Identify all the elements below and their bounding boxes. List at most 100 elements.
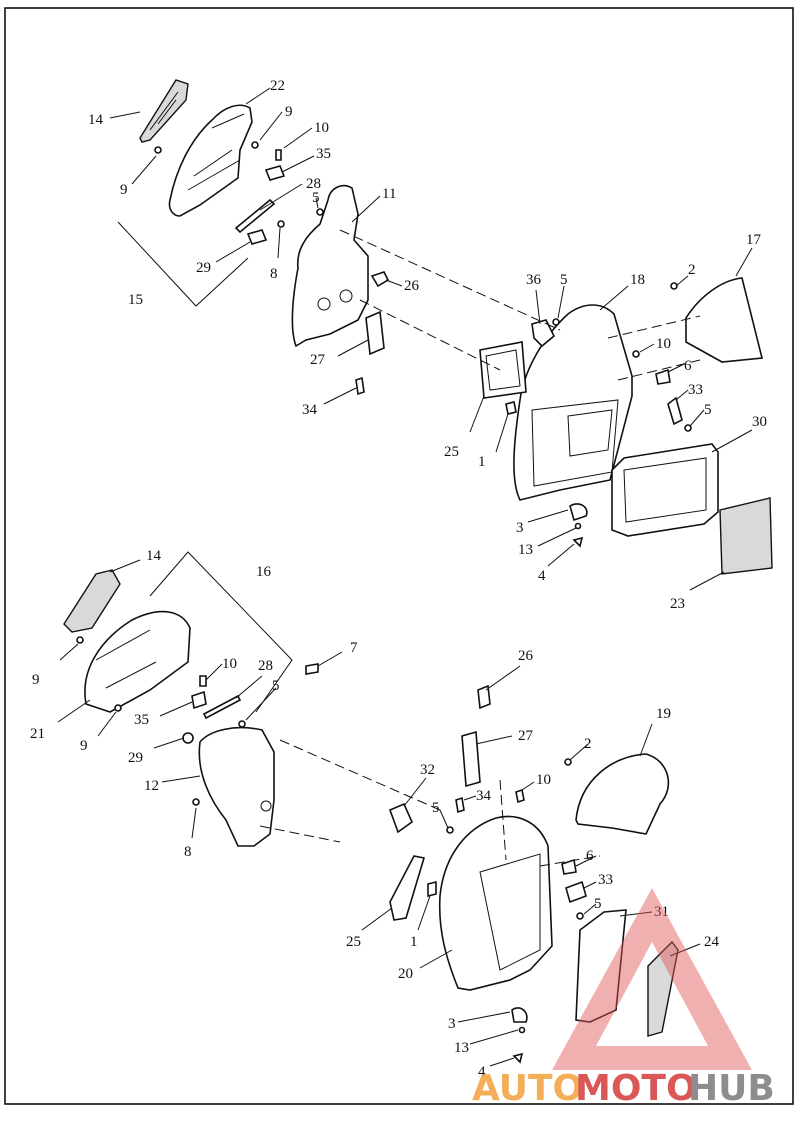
callout-8: 8	[270, 266, 278, 282]
callout-21: 21	[30, 726, 45, 742]
part-14-lower-plate	[63, 569, 121, 633]
callout-35-lower: 35	[134, 712, 149, 728]
lower-assembly	[63, 551, 679, 1064]
callout-33-lower: 33	[598, 872, 613, 888]
callout-6-lower: 6	[586, 848, 594, 864]
upper-assembly	[117, 79, 773, 575]
part-28-rod	[234, 198, 276, 234]
callout-5b-lower: 5	[432, 800, 440, 816]
part-26-connector	[370, 271, 390, 288]
callout-28: 28	[306, 176, 321, 192]
callout-13-lower: 13	[454, 1040, 469, 1056]
callout-5: 5	[312, 190, 320, 206]
callout-8-lower: 8	[184, 844, 192, 860]
callout-10-lower: 10	[222, 656, 237, 672]
callout-28-lower: 28	[258, 658, 273, 674]
callout-9b-lower: 9	[80, 738, 88, 754]
callout-22: 22	[270, 78, 285, 94]
part-26-connector-lower	[477, 684, 491, 710]
callout-12: 12	[144, 778, 159, 794]
part-11-housing	[291, 184, 369, 348]
callout-14: 14	[88, 112, 104, 128]
callout-20: 20	[398, 966, 413, 982]
part-21-cover	[84, 610, 191, 713]
callout-1: 1	[478, 454, 486, 470]
callout-24: 24	[704, 934, 720, 950]
callout-15: 15	[128, 292, 143, 308]
watermark-logo: AUTO MOTO HUB	[472, 888, 775, 1109]
part-25-gasket-lower	[389, 855, 426, 921]
callout-27: 27	[310, 352, 326, 368]
callout-25-lower: 25	[346, 934, 361, 950]
callout-1-lower: 1	[410, 934, 418, 950]
callout-23: 23	[670, 596, 685, 612]
part-31-frame	[575, 909, 627, 1023]
callout-4: 4	[538, 568, 546, 584]
callout-9-lower: 9	[32, 672, 40, 688]
callout-26-lower: 26	[518, 648, 534, 664]
callout-2-lower: 2	[584, 736, 592, 752]
callout-35: 35	[316, 146, 331, 162]
callout-29: 29	[196, 260, 211, 276]
callout-31: 31	[654, 904, 669, 920]
callout-4-lower: 4	[478, 1064, 486, 1080]
callout-32: 32	[420, 762, 435, 778]
callout-labels-upper: 14 22 9 10 35 9 28 5 11 29 8 15 26 27 34…	[88, 78, 767, 612]
callout-3-lower: 3	[448, 1016, 456, 1032]
part-33-bracket	[667, 396, 683, 426]
part-12-housing	[198, 726, 275, 847]
callout-30: 30	[752, 414, 767, 430]
diagram-border	[4, 7, 794, 1105]
callout-18: 18	[630, 272, 645, 288]
callout-10b-lower: 10	[536, 772, 551, 788]
part-19-cap	[575, 753, 670, 835]
callout-27-lower: 27	[518, 728, 534, 744]
watermark-text-hub: HUB	[688, 1068, 775, 1109]
callout-34: 34	[302, 402, 318, 418]
part-30-frame	[611, 443, 719, 537]
part-1-bolt	[505, 401, 517, 415]
callout-5c: 5	[704, 402, 712, 418]
callout-10b: 10	[656, 336, 671, 352]
callout-3: 3	[516, 520, 524, 536]
callout-10: 10	[314, 120, 329, 136]
leader-lines	[57, 87, 753, 1067]
callout-29-lower: 29	[128, 750, 143, 766]
part-7-knob	[305, 663, 319, 675]
part-34-pin	[355, 376, 365, 396]
part-29-nut-lower	[182, 732, 194, 744]
callout-2: 2	[688, 262, 696, 278]
callout-25: 25	[444, 444, 459, 460]
callout-5-lower: 5	[272, 678, 280, 694]
callout-6: 6	[684, 358, 692, 374]
callout-7: 7	[350, 640, 358, 656]
watermark-text-auto: AUTO	[472, 1068, 583, 1109]
callout-5c-lower: 5	[594, 896, 602, 912]
part-3-clamp	[569, 503, 588, 522]
callout-34-lower: 34	[476, 788, 492, 804]
watermark-triangle-icon	[552, 888, 752, 1070]
callout-17: 17	[746, 232, 762, 248]
part-24-grille	[647, 940, 679, 1037]
part-20-main-housing	[438, 815, 553, 991]
callout-19: 19	[656, 706, 671, 722]
part-27-plate	[365, 310, 385, 356]
part-35-clip	[264, 165, 286, 181]
callout-16: 16	[256, 564, 272, 580]
part-27-plate-lower	[461, 730, 481, 788]
part-35-clip-lower	[191, 690, 207, 710]
part-23-grille	[719, 497, 773, 575]
callout-26: 26	[404, 278, 420, 294]
part-17-cap	[685, 277, 764, 363]
callout-13: 13	[518, 542, 533, 558]
part-28-rod-lower	[202, 694, 242, 720]
part-6-clip	[655, 368, 671, 385]
callout-33: 33	[688, 382, 703, 398]
part-32-clip	[388, 802, 413, 834]
callout-9b: 9	[120, 182, 128, 198]
part-29-nut	[246, 229, 268, 245]
part-9-screw	[154, 146, 162, 154]
callout-5b: 5	[560, 272, 568, 288]
callout-36: 36	[526, 272, 542, 288]
